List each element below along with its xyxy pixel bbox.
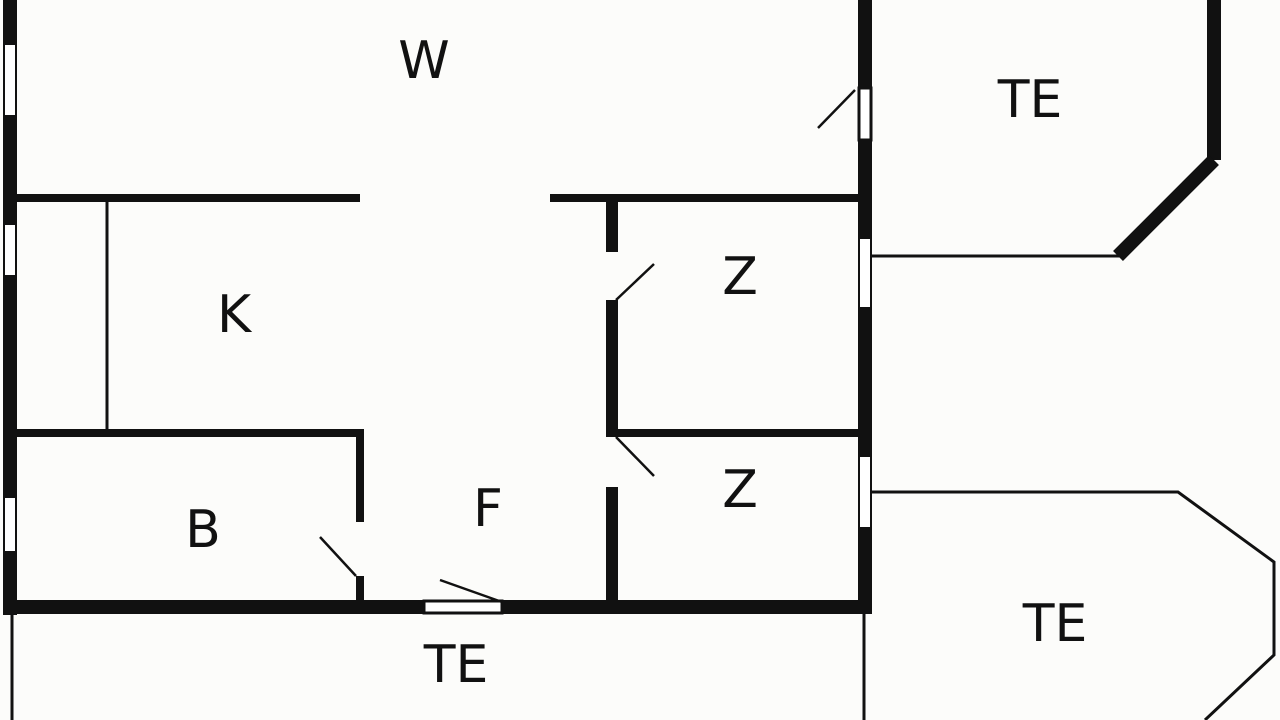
door-b — [319, 536, 357, 577]
door-w-te — [817, 89, 856, 129]
room-label-z2: Z — [722, 460, 758, 520]
door-entry — [439, 578, 503, 604]
room-label-te-top-right: TE — [997, 70, 1063, 130]
interior-walls — [16, 194, 858, 603]
room-labels: W K B F Z Z TE TE TE — [185, 31, 1087, 695]
room-label-k: K — [217, 285, 253, 345]
door-z1 — [615, 263, 655, 301]
room-label-w: W — [398, 31, 449, 91]
window-left-top — [3, 43, 17, 117]
room-label-z1: Z — [722, 247, 758, 307]
entry-door-frame — [422, 599, 504, 615]
room-label-te-bottom: TE — [423, 635, 489, 695]
window-left-bottom — [3, 496, 17, 553]
terrace-top-right-diagonal — [1113, 155, 1219, 261]
room-label-f: F — [473, 479, 503, 539]
terrace-door-frame — [857, 86, 873, 142]
window-right-z2 — [858, 455, 872, 529]
thin-lines — [10, 86, 1276, 720]
room-label-b: B — [185, 500, 221, 560]
terrace-bottom-right-outline — [872, 490, 1276, 720]
window-left-middle — [3, 223, 17, 277]
room-label-te-bottom-right: TE — [1022, 594, 1088, 654]
door-z2 — [615, 436, 655, 477]
window-right-z1 — [858, 237, 872, 309]
windows — [3, 43, 872, 553]
doors — [319, 89, 856, 604]
